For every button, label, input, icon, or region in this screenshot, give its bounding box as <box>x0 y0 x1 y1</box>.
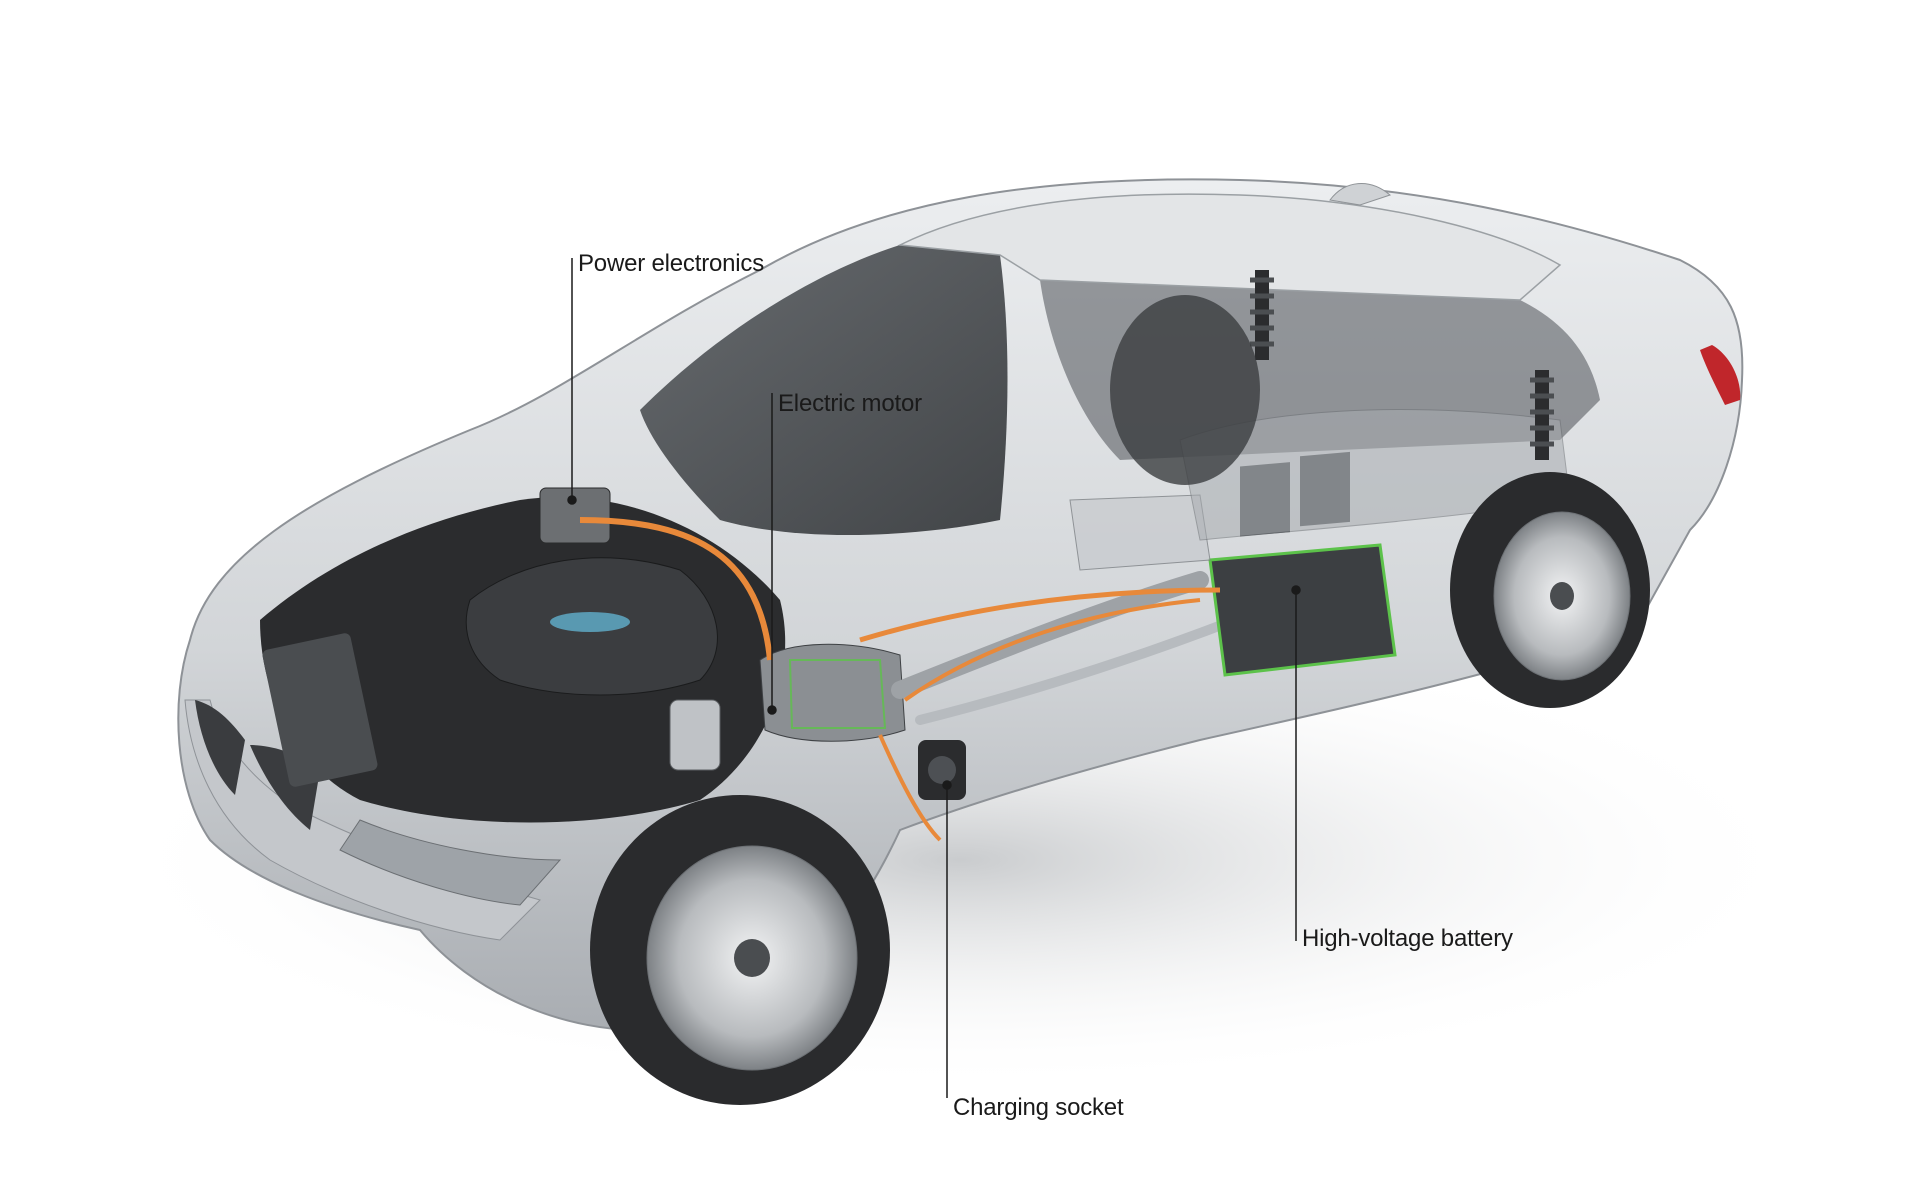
charging-socket-port <box>928 756 956 784</box>
rear-coil-spring-right <box>1530 370 1554 460</box>
hv-cable-3 <box>878 734 942 842</box>
rear-coil-spring-left <box>1250 270 1274 360</box>
high-voltage-battery <box>1208 543 1397 677</box>
label-electric-motor: Electric motor <box>778 390 922 417</box>
electric-motor <box>759 643 906 742</box>
roof-antenna <box>1329 183 1392 206</box>
rear-wheel-left <box>1110 295 1260 485</box>
radiator <box>262 633 378 787</box>
headlight <box>339 819 562 906</box>
tail-light <box>1700 345 1741 405</box>
rear-wheel-right <box>1450 472 1650 708</box>
label-high-voltage-battery: High-voltage battery <box>1302 925 1513 952</box>
engine-badge <box>550 612 630 632</box>
callout-leader-lines <box>567 258 1301 1098</box>
strut-tower <box>669 699 721 771</box>
roof-panel <box>897 193 1562 301</box>
label-charging-socket: Charging socket <box>953 1094 1124 1121</box>
kidney-grille-left <box>195 700 245 795</box>
hv-cable-1 <box>579 517 773 661</box>
windshield-glass <box>640 245 1008 535</box>
fuel-tank <box>1069 494 1211 571</box>
hv-cable-2 <box>859 587 1221 643</box>
power-electronics-unit <box>539 487 611 544</box>
label-power-electronics: Power electronics <box>578 250 765 277</box>
front-wheel <box>590 795 890 1105</box>
hv-cable-4 <box>903 598 1201 702</box>
motor-green-outline <box>788 659 887 729</box>
